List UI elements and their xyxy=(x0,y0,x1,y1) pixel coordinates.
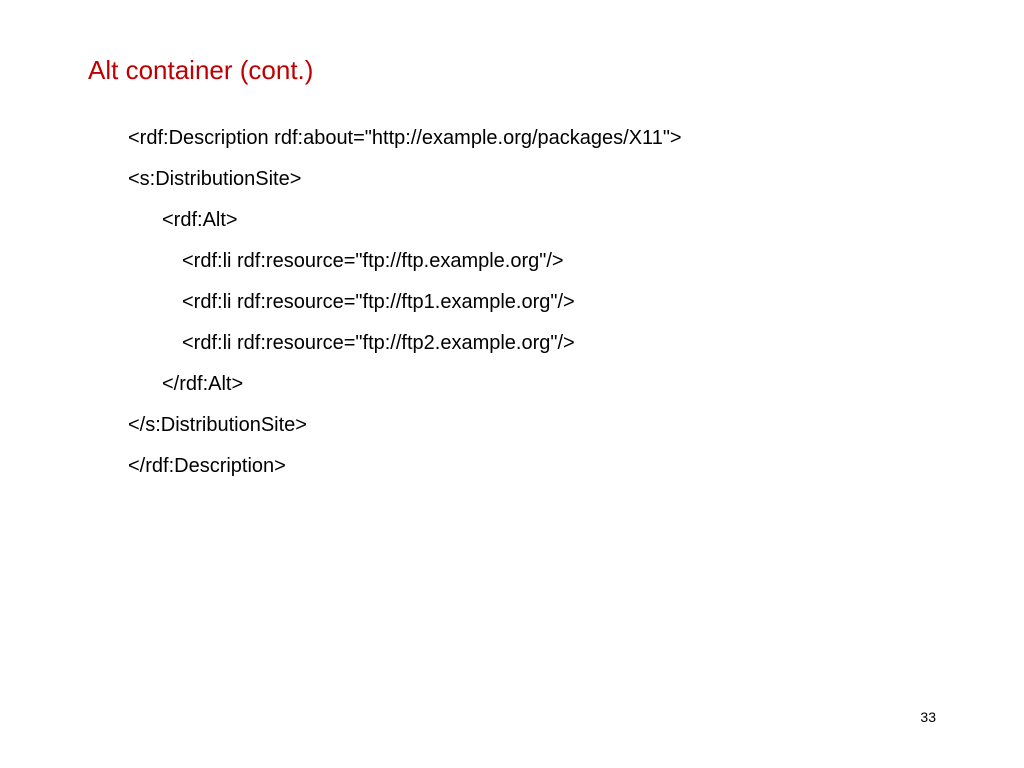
code-line: <rdf:Alt> xyxy=(162,209,238,231)
code-line: </rdf:Description> xyxy=(128,455,286,477)
code-line: </s:DistributionSite> xyxy=(128,414,307,436)
code-line: <rdf:li rdf:resource="ftp://ftp1.example… xyxy=(182,291,575,313)
slide-title: Alt container (cont.) xyxy=(88,55,314,85)
code-line: <rdf:Description rdf:about="http://examp… xyxy=(128,127,682,149)
code-line: <rdf:li rdf:resource="ftp://ftp2.example… xyxy=(182,332,575,354)
code-line: <rdf:li rdf:resource="ftp://ftp.example.… xyxy=(182,250,564,272)
code-line: <s:DistributionSite> xyxy=(128,168,302,190)
code-line: </rdf:Alt> xyxy=(162,373,244,395)
page-number: 33 xyxy=(920,709,936,725)
rdf-code-block: <rdf:Description rdf:about="http://examp… xyxy=(128,118,988,487)
